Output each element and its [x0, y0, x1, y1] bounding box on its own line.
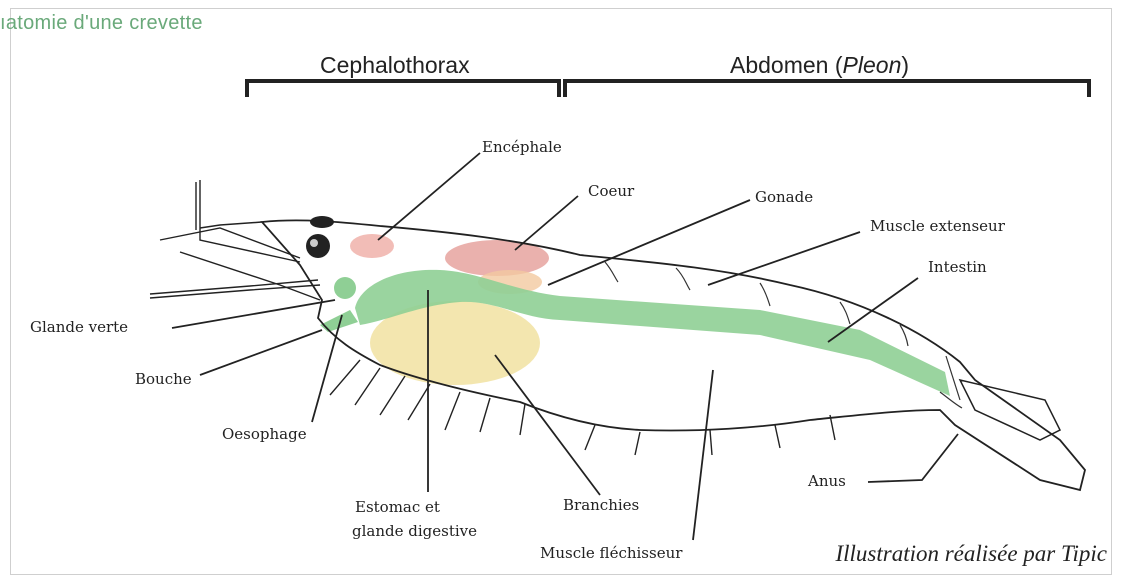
label-glande-verte: Glande verte: [30, 318, 128, 336]
leader-muscle-extenseur: [708, 232, 860, 285]
label-encephale: Encéphale: [482, 138, 562, 156]
leader-muscle-flechisseur: [693, 370, 713, 540]
leader-coeur: [515, 196, 578, 250]
leader-bouche: [200, 330, 322, 375]
eye: [306, 234, 330, 258]
label-bouche: Bouche: [135, 370, 192, 388]
eye-highlight: [310, 239, 318, 247]
leader-encephale: [378, 153, 480, 240]
leader-branchies: [495, 355, 600, 495]
label-coeur: Coeur: [588, 182, 634, 200]
label-estomac-line2: glande digestive: [352, 522, 477, 540]
tail-fan-outline: [960, 380, 1060, 440]
label-anus: Anus: [808, 472, 846, 490]
label-muscle-extenseur: Muscle extenseur: [870, 217, 1005, 235]
green-gland-organ: [334, 277, 356, 299]
label-oesophage: Oesophage: [222, 425, 307, 443]
label-muscle-flechisseur: Muscle fléchisseur: [540, 544, 682, 562]
leader-anus: [868, 434, 958, 482]
encephale-organ: [350, 234, 394, 258]
antennae: [150, 180, 320, 300]
leader-glande-verte: [172, 300, 335, 328]
label-estomac-line1: Estomac et: [355, 498, 440, 516]
illustration-credit: Illustration réalisée par Tipic: [835, 541, 1107, 567]
leader-gonade: [548, 200, 750, 285]
label-intestin: Intestin: [928, 258, 987, 276]
label-gonade: Gonade: [755, 188, 813, 206]
label-branchies: Branchies: [563, 496, 639, 514]
rostrum-outline: [200, 222, 262, 228]
eye-stalk: [310, 216, 334, 228]
